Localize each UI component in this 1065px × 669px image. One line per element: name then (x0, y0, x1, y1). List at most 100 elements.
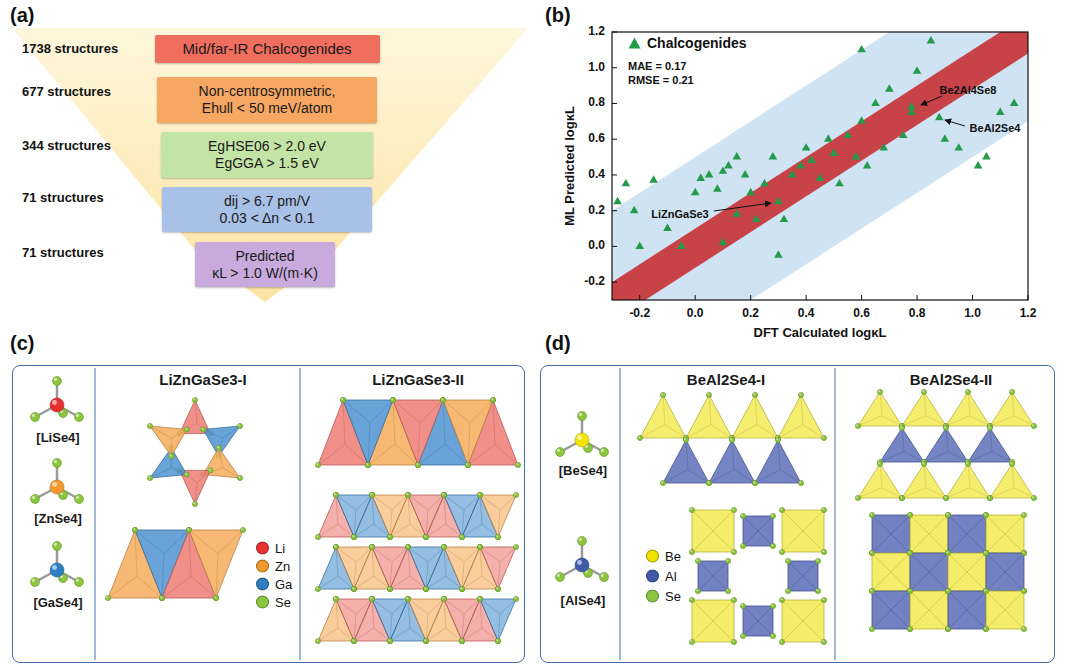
atom-ball (333, 544, 338, 549)
atom-ball (785, 588, 790, 593)
tick-mark (639, 295, 640, 300)
atom-highlight (741, 544, 743, 546)
atom-ball (821, 507, 826, 512)
atom-highlight (601, 574, 604, 577)
polyhedron-edge (880, 452, 904, 462)
atom-highlight (516, 463, 518, 465)
atom-highlight (466, 463, 468, 465)
polyhedron-edge (480, 599, 500, 614)
data-point (974, 161, 983, 168)
atom-ball (50, 563, 64, 577)
legend-swatch (256, 560, 269, 573)
atom-highlight (780, 598, 782, 600)
polyhedron-edge (500, 599, 516, 614)
data-point (1010, 99, 1019, 106)
atom-highlight (984, 513, 986, 515)
atom-highlight (334, 597, 336, 599)
atom-ball (869, 550, 874, 555)
atom-ball (899, 495, 904, 500)
polyhedron-edge (318, 576, 338, 589)
atom-highlight (316, 639, 318, 641)
polyhedron-edge (462, 628, 482, 641)
atom-ball (423, 586, 428, 591)
atom-highlight (1032, 424, 1034, 426)
tick-mark (917, 295, 918, 300)
atom-highlight (730, 438, 732, 440)
atom-ball (441, 596, 446, 601)
atom-highlight (341, 398, 343, 400)
polyhedron-edge (743, 516, 773, 546)
polyhedron-face (880, 428, 924, 462)
atom-ball (340, 397, 345, 402)
legend-item: Be (646, 549, 681, 564)
atom-highlight (984, 589, 986, 591)
atom-ball (351, 638, 356, 643)
legend-text: Chalcogenides (647, 35, 747, 51)
atom-highlight (133, 528, 135, 530)
polyhedron-edge (318, 628, 338, 641)
atom-highlight (726, 589, 728, 591)
atom-ball (821, 597, 826, 602)
data-point (719, 238, 728, 245)
atom-ball (945, 588, 950, 593)
structure-title: [GaSe4] (33, 595, 82, 611)
polyhedron-face (910, 591, 948, 629)
polyhedron-edge (926, 416, 946, 426)
atom-highlight (32, 579, 35, 582)
atom-highlight (922, 390, 924, 392)
structure-title: [ZnSe4] (34, 511, 82, 527)
atom-highlight (856, 496, 858, 498)
atom-highlight (214, 596, 216, 598)
polyhedron-face (986, 553, 1024, 591)
atom-highlight (696, 589, 698, 591)
atom-ball (477, 544, 482, 549)
atom-ball (159, 595, 164, 600)
atom-ball (821, 549, 826, 554)
polyhedron-edge (444, 495, 464, 510)
polyhedron-edge (216, 554, 218, 598)
polyhedron-edge (354, 576, 374, 589)
atom-ball (689, 549, 694, 554)
polyhedron-edge (135, 530, 137, 576)
atom-ball (186, 527, 191, 532)
atom-ball (706, 480, 711, 485)
atom-highlight (170, 454, 172, 456)
polyhedron-edge (872, 591, 910, 629)
atom-ball (477, 596, 482, 601)
polyhedron-edge (948, 515, 986, 553)
atom-highlight (478, 545, 480, 547)
polyhedron-edge (480, 547, 500, 562)
data-point (796, 161, 805, 168)
atom-highlight (732, 550, 734, 552)
atom-ball (495, 638, 500, 643)
atom-highlight (944, 496, 946, 498)
axis-title: DFT Calculated logκL (754, 326, 887, 341)
atom-ball (775, 437, 780, 442)
structure-panel: [LiSe4][ZnSe4][GaSe4]LiZnGaSe3-ILiZnGaSe… (12, 365, 525, 663)
atom-ball (779, 549, 784, 554)
atom-highlight (334, 493, 336, 495)
data-point (907, 102, 916, 109)
atom-ball (943, 425, 948, 430)
atom-ball (53, 459, 62, 468)
atom-ball (740, 603, 745, 608)
atom-highlight (352, 639, 354, 641)
polyhedron-edge (498, 614, 500, 641)
atom-highlight (908, 589, 910, 591)
atom-highlight (557, 449, 560, 452)
polyhedron-edge (948, 591, 986, 629)
atom-ball (600, 448, 609, 457)
atom-highlight (478, 493, 480, 495)
atom-highlight (406, 545, 408, 547)
polyhedron-edge (990, 488, 1014, 498)
atom-highlight (900, 426, 902, 428)
polyhedron-face (150, 426, 187, 456)
atom-highlight (984, 551, 986, 553)
polyhedron-edge (902, 488, 926, 498)
atom-highlight (966, 390, 968, 392)
tick-label: 0.4 (588, 168, 605, 182)
polyhedron-edge (910, 515, 948, 553)
atom-highlight (416, 463, 418, 465)
atom-highlight (984, 551, 986, 553)
atom-ball (53, 377, 62, 386)
